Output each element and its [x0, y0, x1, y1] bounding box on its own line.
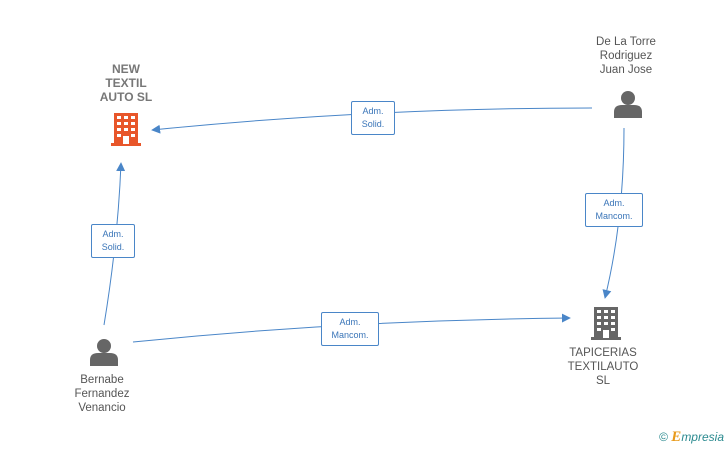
edge-label-adm-solid: Adm. Solid.: [351, 101, 395, 135]
company-label-new-textil[interactable]: NEW TEXTIL AUTO SL: [99, 62, 153, 104]
edge-label-adm-mancom: Adm. Mancom.: [585, 193, 643, 227]
building-icon: [591, 307, 621, 340]
edge-label-adm-mancom: Adm. Mancom.: [321, 312, 379, 346]
company-label-tapicerias[interactable]: TAPICERIAS TEXTILAUTO SL: [567, 347, 639, 387]
person-icon: [90, 339, 118, 366]
copyright-symbol: ©: [659, 430, 668, 444]
building-icon: [111, 113, 141, 146]
person-icon: [614, 91, 642, 118]
brand-initial: E: [671, 429, 682, 445]
person-label-bernabe[interactable]: Bernabe Fernandez Venancio: [74, 374, 130, 414]
person-label-de-la-torre[interactable]: De La Torre Rodriguez Juan Jose: [596, 36, 656, 76]
edge-label-adm-solid: Adm. Solid.: [91, 224, 135, 258]
empresia-watermark: © Empresia: [659, 429, 724, 446]
brand-name: mpresia: [681, 430, 724, 444]
